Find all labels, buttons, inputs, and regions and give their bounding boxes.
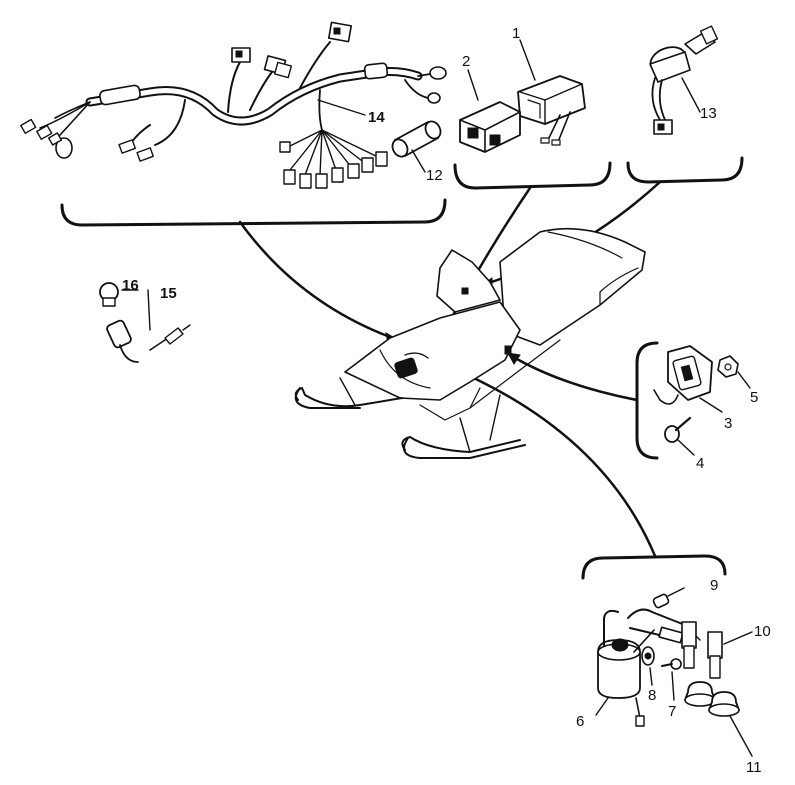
callout-3: 3 <box>724 415 732 432</box>
snowmobile-seat <box>499 227 646 346</box>
ski-right <box>401 436 521 453</box>
callout-12: 12 <box>426 167 443 184</box>
arrow-regulator <box>507 352 521 365</box>
callout-7: 7 <box>668 703 676 720</box>
leader-harness <box>238 220 400 342</box>
callout-16: 16 <box>122 277 139 294</box>
callout-11: 11 <box>746 759 762 776</box>
ignition-coil-part-6 <box>595 609 655 727</box>
regulator-part-3 <box>653 345 723 413</box>
bracket-ignition <box>581 554 727 580</box>
snowmobile-engine-part <box>394 357 418 379</box>
cap-part-9 <box>652 587 685 609</box>
cdi-unit-part-1 <box>517 39 586 146</box>
snowmobile-illustration <box>294 227 646 459</box>
wire-harness <box>20 21 447 189</box>
callout-13: 13 <box>700 105 717 122</box>
part-12-connector <box>391 120 442 158</box>
callout-9: 9 <box>710 577 718 594</box>
callout-labels: 1 2 3 4 5 6 7 8 9 10 11 12 13 14 15 16 <box>122 25 771 776</box>
nut-part-5 <box>717 355 751 389</box>
callout-5: 5 <box>750 389 758 406</box>
leader-regulator <box>508 353 639 402</box>
bracket-cdi <box>453 161 612 190</box>
callout-10: 10 <box>754 623 771 640</box>
callout-14: 14 <box>368 109 385 126</box>
group-brackets <box>60 156 744 580</box>
bulb-socket-parts-15-16 <box>99 282 191 363</box>
callout-15: 15 <box>160 285 177 302</box>
callout-8: 8 <box>648 687 656 704</box>
callout-4: 4 <box>696 455 704 472</box>
ignition-coil-part-2 <box>459 69 521 153</box>
grommet-part-11 <box>684 681 753 757</box>
bolt-part-4 <box>664 416 695 456</box>
callout-1: 1 <box>512 25 520 42</box>
washer-part-8 <box>641 646 655 686</box>
plug-cap-part-10 <box>681 621 753 679</box>
bracket-harness <box>60 198 447 227</box>
screw-part-7 <box>661 658 682 701</box>
callout-6: 6 <box>576 713 584 730</box>
bracket-main-switch <box>626 156 744 184</box>
snowmobile-hood <box>344 301 521 401</box>
snowmobile-windshield <box>436 249 501 313</box>
bracket-regulator <box>635 341 659 460</box>
main-switch-part-13 <box>649 25 719 135</box>
callout-2: 2 <box>462 53 470 70</box>
